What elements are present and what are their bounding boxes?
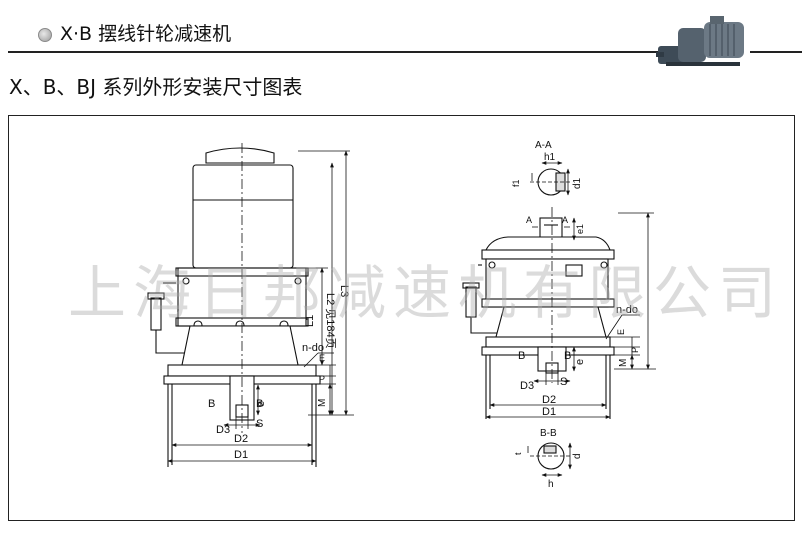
right-dimension-labels: A-A h1 f1 d1 A A e1 n-do E B B e M P D3 … [511, 140, 640, 490]
vertical-reducer-drawing [147, 143, 321, 467]
label-D3-right: D3 [520, 380, 534, 392]
label-S-right: S [560, 376, 567, 388]
label-M-left: M [317, 399, 328, 407]
label-E-right: E [616, 329, 626, 335]
label-B-right-2: B [564, 350, 571, 362]
label-B-B: B-B [540, 428, 557, 439]
label-E-left: E [319, 353, 325, 363]
label-h: h [548, 479, 554, 490]
installation-dimension-drawing: L2 见184页 L3 L1 n-do E P M e B B D3 S D2 … [147, 140, 656, 490]
gear-motor-photo-icon [656, 16, 744, 66]
label-d1: d1 [572, 177, 583, 189]
label-D1-left: D1 [234, 449, 248, 461]
label-e1: e1 [575, 224, 585, 234]
label-h1: h1 [544, 152, 556, 163]
page-title: X·B 摆线针轮减速机 [60, 23, 232, 45]
label-D3-left: D3 [216, 424, 230, 436]
label-B-right-1: B [518, 350, 525, 362]
drawing-frame [8, 115, 795, 521]
label-P-left: P [319, 374, 325, 384]
label-n-do-right: n-do [616, 304, 638, 316]
label-f1: f1 [511, 179, 521, 187]
page-header: X·B 摆线针轮减速机 [0, 0, 810, 66]
label-e-left: e [255, 401, 267, 407]
label-e-right: e [574, 359, 586, 365]
label-A-top-right: A [562, 215, 568, 225]
label-d: d [572, 453, 583, 459]
label-n-do-left: n-do [302, 342, 324, 354]
label-B-left-1: B [208, 398, 215, 410]
header-divider-right [750, 51, 802, 53]
label-M-right: M [618, 359, 629, 367]
label-D1-right: D1 [542, 406, 556, 418]
table-subtitle: X、B、BJ 系列外形安装尺寸图表 [9, 75, 303, 99]
horizontal-reducer-drawing [462, 168, 615, 470]
label-L3: L3 [338, 285, 350, 297]
bullet-icon [38, 28, 52, 42]
label-D2-right: D2 [542, 394, 556, 406]
left-dimension-lines [167, 150, 354, 463]
label-D2-left: D2 [234, 433, 248, 445]
label-A-A: A-A [535, 140, 552, 151]
label-t: t [513, 452, 523, 455]
label-S-left: S [256, 418, 263, 430]
label-P-right: P [630, 347, 640, 353]
label-A-top-left: A [526, 215, 532, 225]
label-B-left-2: B [256, 398, 263, 410]
label-L1: L1 [304, 315, 316, 327]
label-L2: L2 见184页 [324, 293, 336, 349]
left-dimension-labels: L2 见184页 L3 L1 n-do E P M e B B D3 S D2 … [208, 285, 350, 461]
right-dimension-lines [485, 161, 656, 477]
header-divider [8, 51, 658, 53]
